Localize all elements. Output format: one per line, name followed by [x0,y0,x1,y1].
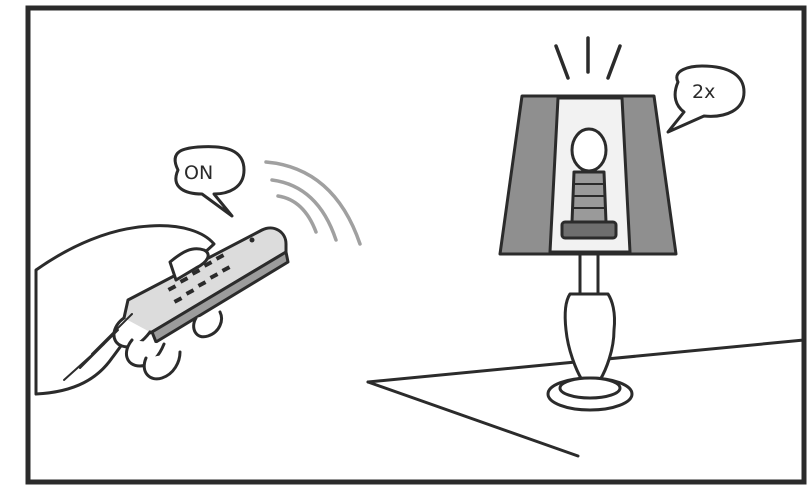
lamp-bulb [572,129,606,171]
lamp-neck [580,254,598,294]
speech-bubble-2x-text: 2x [692,81,715,103]
speech-bubble-on-text: ON [184,162,213,184]
